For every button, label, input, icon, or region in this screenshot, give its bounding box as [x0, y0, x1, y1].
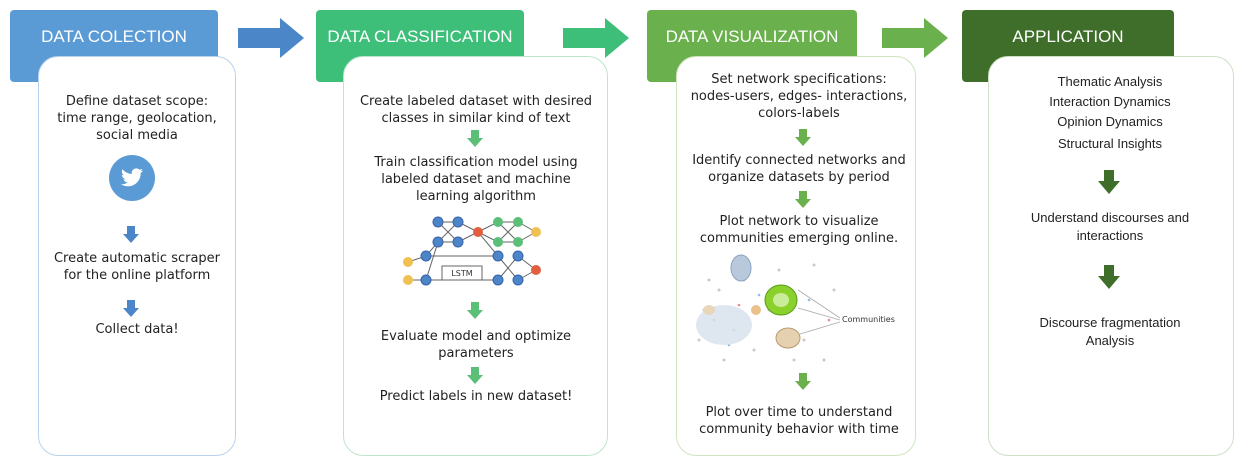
twitter-bird-icon	[108, 154, 156, 206]
stage-title: DATA VISUALIZATION	[665, 27, 839, 46]
step-text: Predict labels in new dataset!	[379, 389, 573, 404]
communities-label: Communities	[842, 315, 895, 324]
step-text: Collect data!	[95, 322, 179, 337]
step-text: Plot network to visualize communities em…	[699, 214, 899, 246]
community-network-visual: Communities	[684, 250, 914, 384]
step-text: Set network specifications: nodes-users,…	[690, 72, 908, 121]
step-text: Discourse fragmentation Analysis	[1039, 315, 1181, 348]
down-arrow-icon	[1098, 170, 1120, 198]
flow-arrow-icon	[882, 18, 948, 62]
step-text: Understand discourses and interactions	[1030, 210, 1190, 243]
down-arrow-icon	[467, 367, 483, 388]
step-text: Train classification model using labeled…	[374, 155, 578, 204]
step-text: Plot over time to understand community b…	[699, 405, 899, 437]
stage-title: APPLICATION	[1012, 27, 1124, 46]
application-item: Structural Insights	[1057, 136, 1163, 151]
down-arrow-icon	[795, 129, 811, 150]
step-text: Define dataset scope: time range, geoloc…	[57, 94, 217, 143]
application-item: Interaction Dynamics	[1049, 94, 1171, 109]
down-arrow-icon	[795, 191, 811, 212]
down-arrow-icon	[123, 300, 139, 321]
step-text: Evaluate model and optimize parameters	[380, 329, 572, 361]
down-arrow-icon	[467, 302, 483, 323]
stage-title: DATA COLECTION	[41, 27, 187, 46]
flow-arrow-icon	[563, 18, 629, 62]
down-arrow-icon	[123, 226, 139, 247]
stage-card-data-visualization	[676, 56, 916, 456]
application-item: Opinion Dynamics	[1057, 114, 1163, 129]
application-item: Thematic Analysis	[1057, 74, 1163, 89]
step-text: Create labeled dataset with desired clas…	[359, 94, 593, 126]
stage-card-data-collection	[38, 56, 236, 456]
stage-title: DATA CLASSIFICATION	[327, 27, 513, 46]
down-arrow-icon	[795, 373, 811, 394]
lstm-network-diagram: LSTM	[398, 212, 548, 292]
flow-arrow-icon	[238, 18, 304, 62]
down-arrow-icon	[467, 130, 483, 151]
lstm-label: LSTM	[451, 269, 472, 278]
down-arrow-icon	[1098, 265, 1120, 293]
step-text: Create automatic scraper for the online …	[53, 251, 221, 283]
step-text: Identify connected networks and organize…	[692, 153, 906, 185]
